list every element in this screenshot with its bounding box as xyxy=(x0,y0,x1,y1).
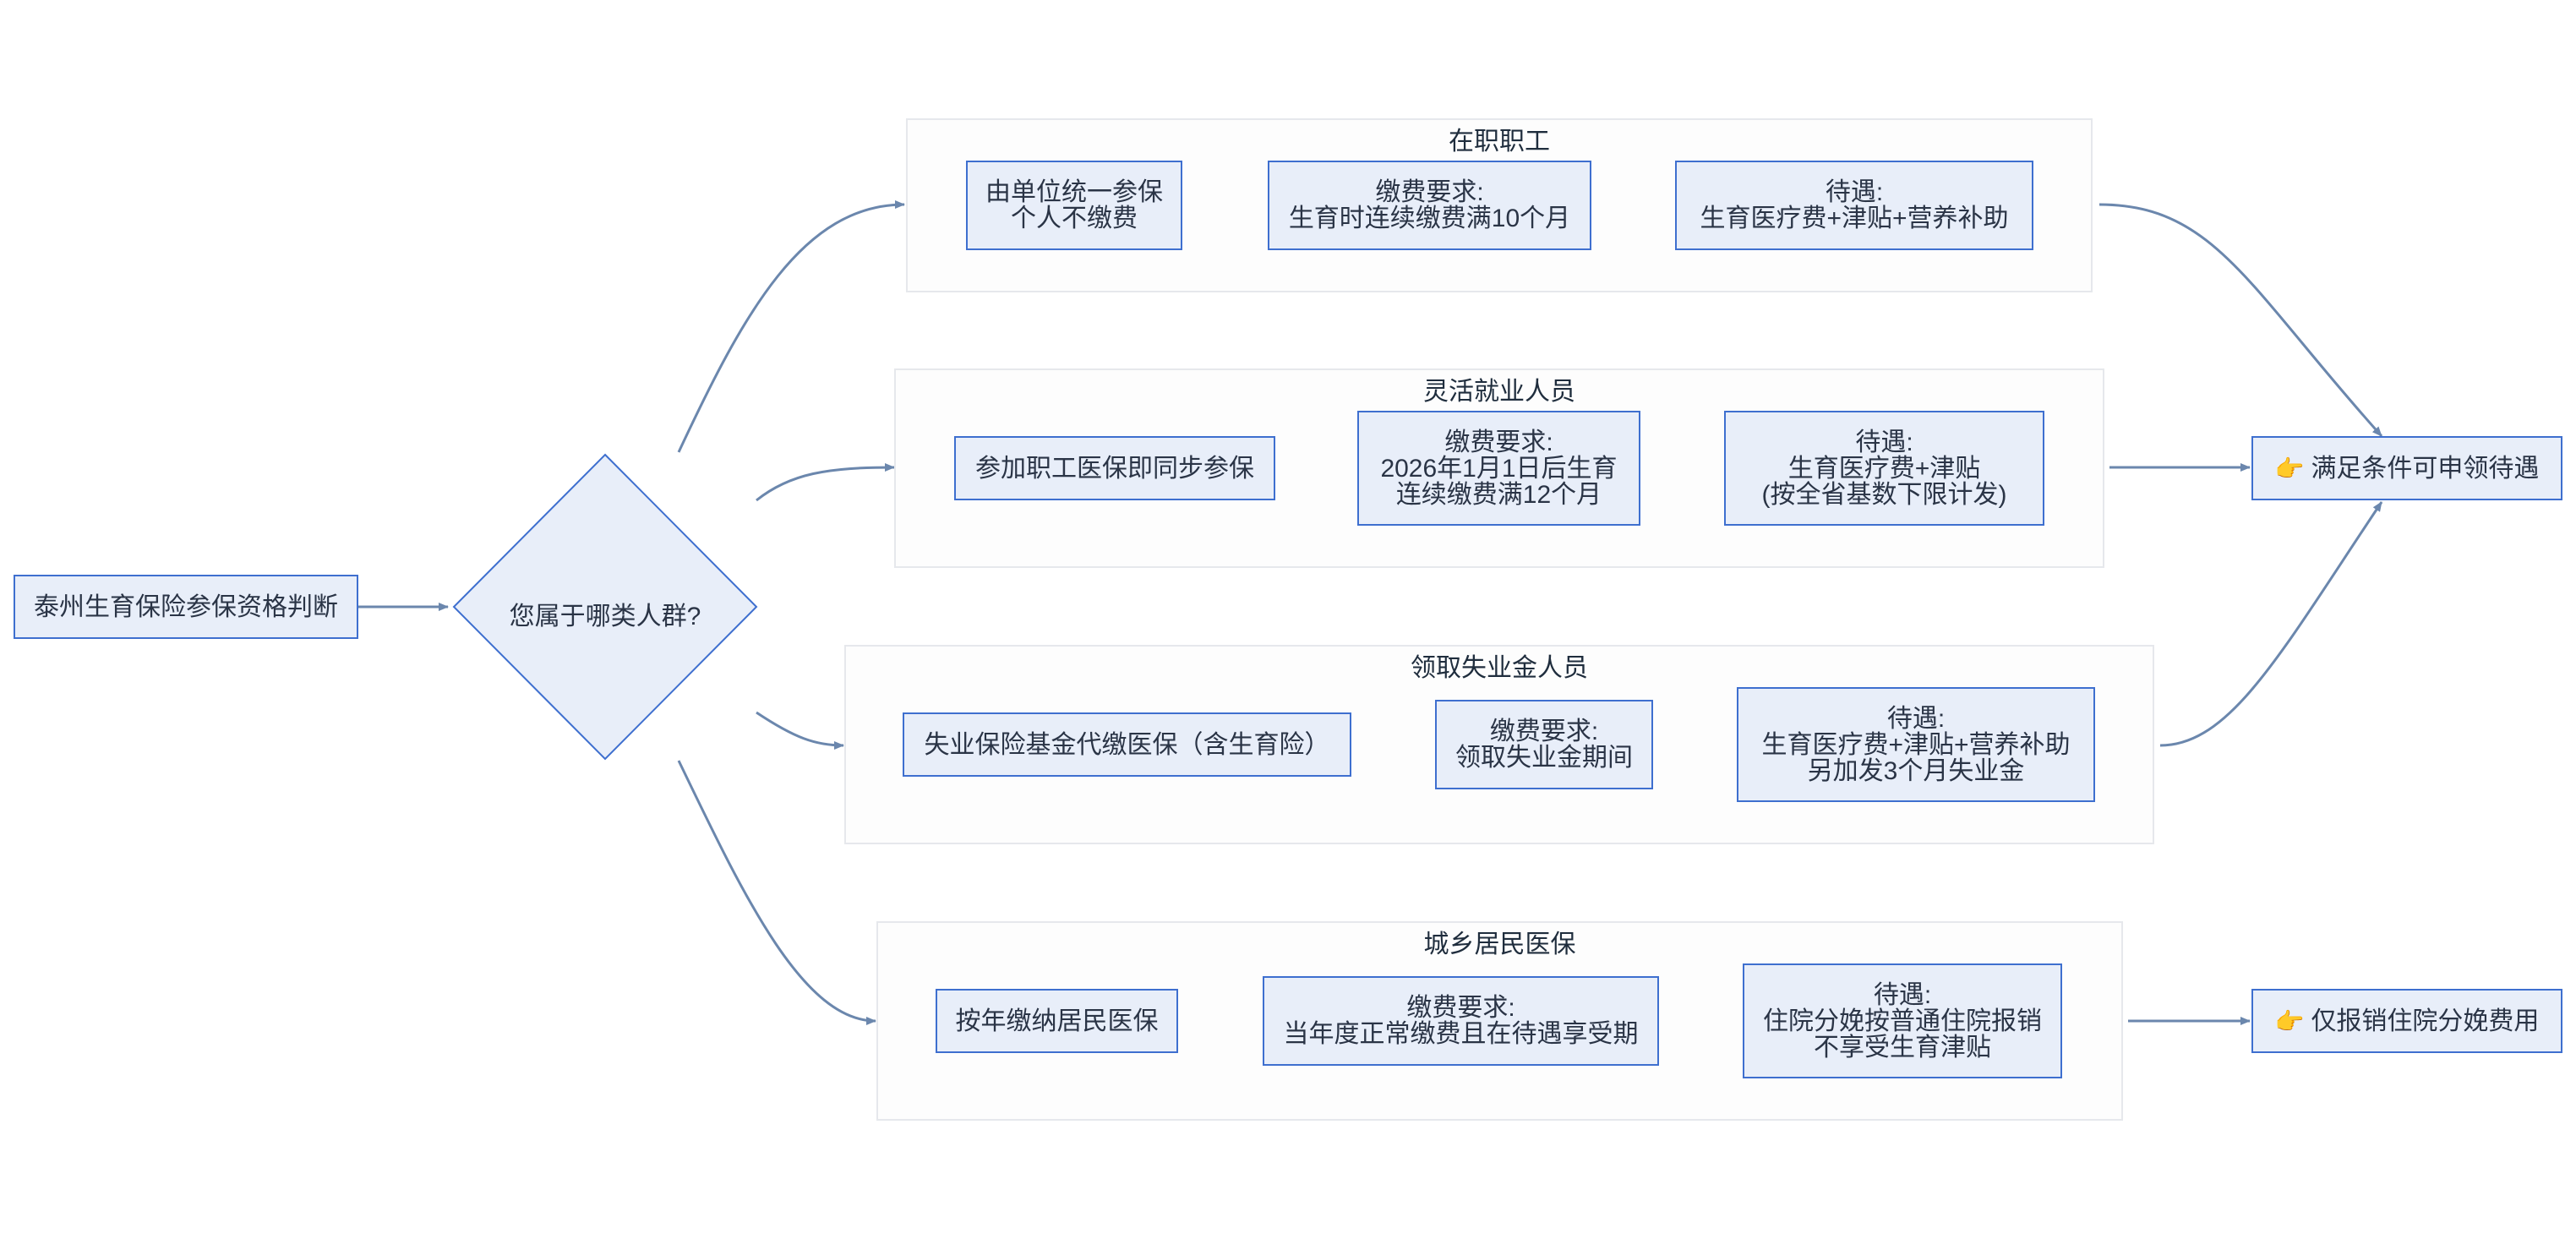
edge-decision-to-employee xyxy=(677,200,905,453)
pointing-hand-icon: 👉 xyxy=(2274,1007,2305,1034)
resident-benefit-node: 待遇: 住院分娩按普通住院报销 不享受生育津贴 xyxy=(1743,963,2062,1078)
group-unemployed-title: 领取失业金人员 xyxy=(1411,654,1588,682)
edge-decision-to-resident xyxy=(677,760,876,1025)
unemployed-enroll-node: 失业保险基金代缴医保（含生育险） xyxy=(903,712,1351,777)
edge-employee-to-eligible xyxy=(2098,203,2383,438)
resident-enroll-node: 按年缴纳居民医保 xyxy=(936,989,1178,1053)
unemployed-payment-node: 缴费要求: 领取失业金期间 xyxy=(1435,700,1653,789)
flexible-benefit-node: 待遇: 生育医疗费+津贴 (按全省基数下限计发) xyxy=(1724,411,2044,526)
employee-payment-node: 缴费要求: 生育时连续缴费满10个月 xyxy=(1268,161,1591,250)
pointing-hand-icon: 👉 xyxy=(2274,455,2305,482)
edges xyxy=(358,200,2383,1025)
outcome-limited-node: 👉 仅报销住院分娩费用 xyxy=(2251,989,2562,1053)
edge-decision-to-flexible xyxy=(756,463,895,502)
flexible-enroll-node: 参加职工医保即同步参保 xyxy=(954,436,1275,500)
group-resident-title: 城乡居民医保 xyxy=(1423,931,1576,958)
outcome-limited-label: 仅报销住院分娩费用 xyxy=(2311,1007,2540,1035)
group-employee-title: 在职职工 xyxy=(1449,128,1550,156)
flexible-payment-node: 缴费要求: 2026年1月1日后生育 连续缴费满12个月 xyxy=(1357,411,1640,526)
start-label: 泰州生育保险参保资格判断 xyxy=(34,592,338,621)
resident-payment-node: 缴费要求: 当年度正常缴费且在待遇享受期 xyxy=(1263,976,1659,1066)
group-flexible-title: 灵活就业人员 xyxy=(1423,378,1575,406)
decision-diamond xyxy=(452,453,758,761)
outcome-eligible-node: 👉 满足条件可申领待遇 xyxy=(2251,436,2562,500)
decision-label: 您属于哪类人群? xyxy=(509,603,701,630)
start-node: 泰州生育保险参保资格判断 xyxy=(14,575,358,639)
employee-enroll-node: 由单位统一参保 个人不缴费 xyxy=(966,161,1182,250)
outcome-eligible-label: 满足条件可申领待遇 xyxy=(2311,454,2540,483)
edge-decision-to-unemployed xyxy=(756,711,844,750)
employee-benefit-node: 待遇: 生育医疗费+津贴+营养补助 xyxy=(1675,161,2033,250)
unemployed-benefit-node: 待遇: 生育医疗费+津贴+营养补助 另加发3个月失业金 xyxy=(1737,687,2095,802)
edge-unemployed-to-eligible xyxy=(2159,501,2383,747)
